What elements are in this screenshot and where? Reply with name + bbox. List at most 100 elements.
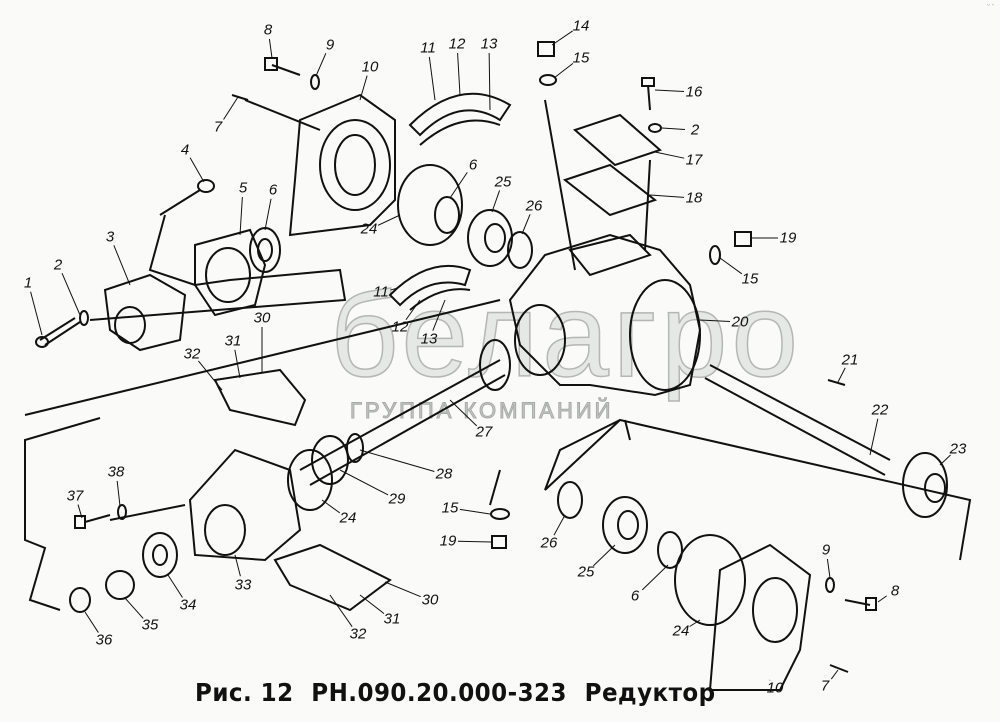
leader-line-24 bbox=[689, 619, 701, 627]
part-bearing-6c bbox=[657, 531, 683, 569]
leader-line-15 bbox=[459, 508, 491, 515]
part-bolt-8-top bbox=[264, 57, 301, 76]
part-washer-38 bbox=[117, 504, 127, 520]
part-bolt-8-low bbox=[844, 597, 877, 611]
part-pin-7-top bbox=[231, 94, 249, 101]
leader-line-11 bbox=[390, 287, 399, 291]
part-housing-10-low bbox=[708, 543, 812, 691]
leader-line-25 bbox=[491, 190, 501, 213]
part-bolt-37 bbox=[74, 514, 111, 529]
callout-2: 2 bbox=[690, 121, 700, 139]
callout-32: 32 bbox=[183, 345, 201, 363]
leader-line-6 bbox=[641, 564, 669, 591]
callout-27: 27 bbox=[475, 423, 493, 441]
leader-line-25 bbox=[592, 544, 616, 567]
leader-line-24 bbox=[321, 499, 341, 514]
leader-line-20 bbox=[699, 319, 731, 323]
part-plug-14 bbox=[537, 41, 555, 57]
callout-24: 24 bbox=[672, 622, 690, 640]
callout-8: 8 bbox=[890, 582, 900, 600]
part-shims-mid bbox=[388, 264, 472, 311]
part-housing-10-top bbox=[288, 93, 396, 237]
leader-line-7 bbox=[223, 96, 239, 120]
leader-line-18 bbox=[649, 194, 685, 198]
leader-line-10 bbox=[359, 75, 368, 101]
corner-mark: ᵕ ‐ bbox=[987, 2, 994, 9]
leader-line-37 bbox=[77, 504, 83, 519]
leader-line-4 bbox=[189, 157, 205, 183]
part-cover-17 bbox=[573, 113, 662, 167]
leader-line-13 bbox=[488, 52, 491, 111]
part-plug-19-right bbox=[734, 231, 752, 247]
part-shaft-27 bbox=[299, 339, 511, 486]
callout-26: 26 bbox=[540, 534, 558, 552]
part-bolt-16 bbox=[641, 77, 655, 111]
leader-line-9 bbox=[315, 53, 327, 77]
callout-12: 12 bbox=[391, 318, 409, 336]
callout-26: 26 bbox=[525, 197, 543, 215]
part-gearbox-housing-20 bbox=[508, 233, 702, 397]
callout-15: 15 bbox=[441, 499, 459, 517]
callout-34: 34 bbox=[179, 596, 197, 614]
part-washer-15-right bbox=[709, 245, 721, 265]
part-washer-9-top bbox=[310, 74, 320, 90]
leader-line-36 bbox=[84, 611, 99, 633]
part-flange-3 bbox=[103, 273, 187, 352]
part-gasket-5 bbox=[194, 228, 267, 317]
callout-25: 25 bbox=[577, 563, 595, 581]
part-shims-left-top bbox=[213, 368, 307, 427]
leader-line-6 bbox=[449, 172, 468, 199]
leader-line-8 bbox=[268, 38, 273, 59]
leader-line-12 bbox=[457, 52, 461, 96]
figure-caption: Рис. 12 РН.090.20.000-323 Редуктор bbox=[195, 678, 725, 707]
leader-line-2 bbox=[661, 127, 686, 130]
callout-19: 19 bbox=[779, 229, 797, 247]
callout-5: 5 bbox=[238, 179, 248, 197]
callout-10: 10 bbox=[766, 679, 784, 697]
part-cup-26a bbox=[507, 231, 533, 269]
caption-prefix: Рис. 12 bbox=[195, 678, 294, 707]
part-ring-28 bbox=[346, 433, 364, 463]
leader-line-1 bbox=[30, 291, 43, 336]
part-bearing-29 bbox=[311, 435, 349, 485]
leader-line-7 bbox=[830, 669, 839, 680]
leader-lines bbox=[30, 30, 951, 681]
callout-15: 15 bbox=[741, 270, 759, 288]
callout-6: 6 bbox=[268, 181, 278, 199]
leader-line-6 bbox=[264, 198, 272, 231]
leader-line-2 bbox=[61, 273, 81, 316]
callout-24: 24 bbox=[339, 509, 357, 527]
leader-line-23 bbox=[939, 454, 951, 466]
callout-6: 6 bbox=[468, 156, 478, 174]
callout-13: 13 bbox=[480, 35, 498, 53]
caption-title: Редуктор bbox=[584, 678, 716, 707]
part-bearing-34 bbox=[142, 532, 178, 578]
leader-line-30 bbox=[384, 581, 421, 598]
leader-line-26 bbox=[553, 514, 566, 536]
part-shims-left-bottom bbox=[273, 543, 392, 612]
leader-line-3 bbox=[113, 245, 131, 286]
leader-line-31 bbox=[359, 594, 385, 614]
leader-line-5 bbox=[239, 196, 243, 236]
callout-10: 10 bbox=[361, 58, 379, 76]
part-oring-24-top bbox=[397, 164, 463, 246]
part-bolt-1 bbox=[35, 317, 81, 348]
leader-line-15 bbox=[719, 257, 743, 275]
part-bearing-25b bbox=[602, 496, 648, 554]
leader-line-12 bbox=[405, 299, 421, 321]
part-oring-24-left bbox=[287, 449, 333, 511]
leader-line-38 bbox=[116, 480, 121, 507]
part-washer-2-top bbox=[648, 123, 662, 133]
leader-line-22 bbox=[869, 418, 879, 456]
leader-line-15 bbox=[553, 62, 574, 79]
callout-32: 32 bbox=[349, 625, 367, 643]
axis-line-input bbox=[89, 189, 347, 321]
callout-22: 22 bbox=[871, 401, 889, 419]
part-bearing-25a bbox=[467, 209, 513, 267]
part-pin-7-low bbox=[829, 664, 849, 673]
part-gasket-18 bbox=[562, 163, 658, 217]
callout-15: 15 bbox=[572, 49, 590, 67]
callout-24: 24 bbox=[360, 220, 378, 238]
part-washer-15-low bbox=[490, 508, 510, 520]
